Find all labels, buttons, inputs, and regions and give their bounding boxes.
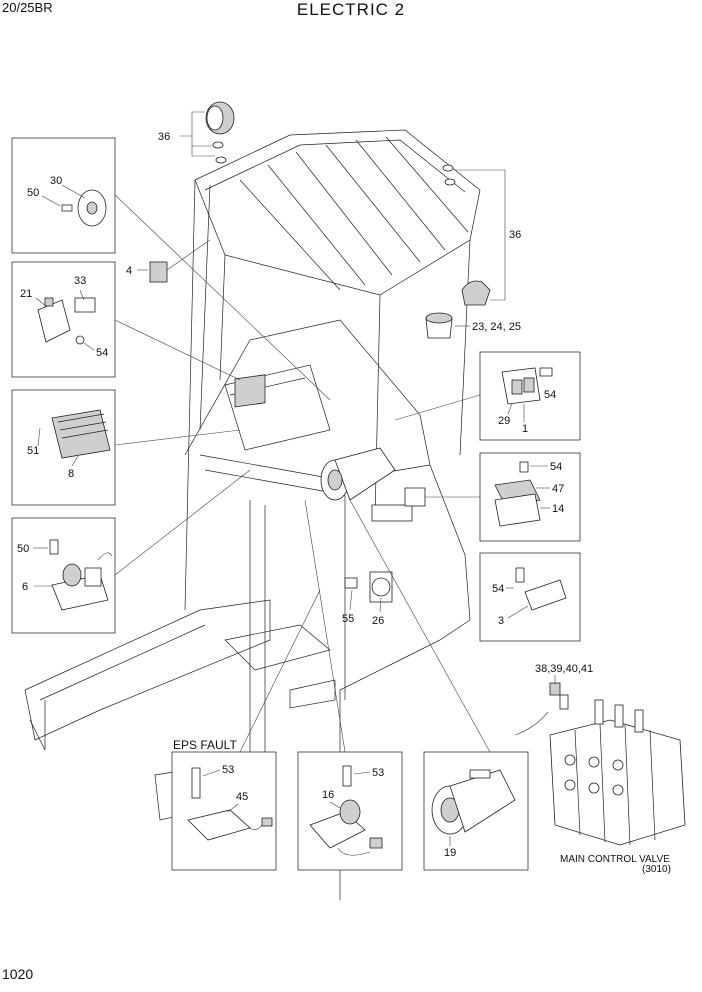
- callout-14: 14: [552, 503, 564, 515]
- main-control-valve-ref: (3010): [642, 864, 671, 875]
- page-number: 1020: [2, 966, 34, 982]
- callout-55: 55: [342, 613, 354, 625]
- main-control-valve-label: MAIN CONTROL VALVE: [560, 854, 670, 865]
- callout-8: 8: [68, 468, 74, 480]
- callout-30: 30: [50, 175, 62, 187]
- main-control-valve: [514, 682, 686, 846]
- callout-23-24-25: 23, 24, 25: [472, 321, 521, 333]
- callout-45: 45: [236, 791, 248, 803]
- callout-21: 21: [20, 288, 32, 300]
- callout-54a: 54: [96, 347, 108, 359]
- callout-33: 33: [74, 275, 86, 287]
- callout-50a: 50: [27, 187, 39, 199]
- callout-3: 3: [498, 615, 504, 627]
- callout-54c: 54: [550, 461, 562, 473]
- callout-54d: 54: [492, 583, 504, 595]
- callout-36b: 36: [509, 229, 521, 241]
- callout-1: 1: [522, 423, 528, 435]
- callout-16: 16: [322, 789, 334, 801]
- forklift-frame: [24, 129, 481, 900]
- callout-38-41: 38,39,40,41: [535, 663, 593, 675]
- page-title: ELECTRIC 2: [296, 0, 406, 19]
- eps-fault-label: EPS FAULT: [173, 738, 237, 752]
- callout-26: 26: [372, 615, 384, 627]
- callout-53a: 53: [222, 764, 234, 776]
- callout-4: 4: [126, 265, 132, 277]
- callout-53b: 53: [372, 767, 384, 779]
- callout-51: 51: [27, 445, 39, 457]
- work-lamp: [180, 101, 235, 164]
- callout-47: 47: [552, 483, 564, 495]
- callout-6: 6: [22, 581, 28, 593]
- callout-54b: 54: [544, 389, 556, 401]
- detail-box-eps-fault: [171, 751, 277, 871]
- callout-36a: 36: [158, 131, 170, 143]
- rear-lamp: 36 23, 24, 25: [425, 164, 521, 339]
- callout-19: 19: [444, 847, 456, 859]
- model-code: 20/25BR: [2, 0, 53, 15]
- callout-50b: 50: [17, 543, 29, 555]
- callout-29: 29: [498, 415, 510, 427]
